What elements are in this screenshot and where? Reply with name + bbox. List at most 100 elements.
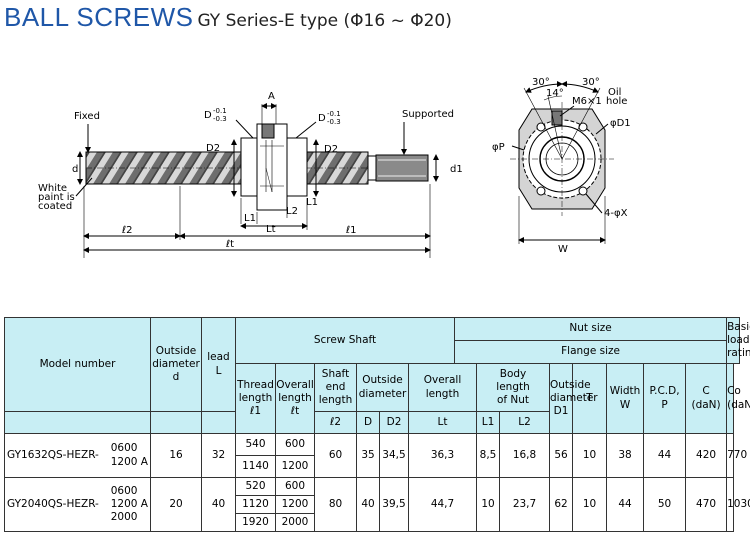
cell-d: 16: [150, 433, 202, 478]
label-l2: L2: [286, 206, 298, 217]
cell-d: 20: [150, 477, 202, 532]
cell-Co: 1030: [726, 477, 750, 532]
cell-D1: 62: [549, 477, 574, 532]
label-oil: Oil: [608, 87, 621, 98]
label-a: A: [268, 91, 275, 102]
model-sub: 0600: [110, 484, 138, 497]
header-flange-size: Flange size: [454, 340, 728, 364]
unit-l2: ℓ2: [314, 411, 357, 434]
cell-P: 50: [643, 477, 687, 532]
cell-D1: 56: [549, 433, 574, 478]
cell-thread: 1120: [235, 495, 276, 514]
cell-overall: 600: [275, 433, 315, 456]
cell-P: 44: [643, 433, 687, 478]
label-angle-1: 30°: [532, 77, 550, 88]
unit-l2b: L2: [499, 411, 551, 434]
model-sub: 2000: [110, 511, 138, 524]
cell-shaft-end: 80: [314, 477, 357, 532]
header-model-spacer: [4, 411, 151, 434]
cell-shaft-end: 60: [314, 433, 357, 478]
tol-lower-left: -0.3: [213, 115, 227, 123]
white-paint-label-2: paint is: [38, 192, 75, 203]
header-screw-shaft: Screw Shaft: [234, 317, 456, 364]
tol-upper-left: -0.1: [213, 107, 227, 115]
header-lead-spacer: [201, 411, 236, 434]
screw-shaft: [85, 151, 429, 185]
technical-drawing: Fixed Supported White paint is coated d …: [38, 77, 631, 258]
cell-thread: 520: [235, 477, 276, 496]
label-ellt: ℓt: [226, 239, 234, 250]
header-outside-d-spacer: [150, 411, 202, 434]
cell-overall: 600: [275, 477, 315, 496]
table-row: 1140 1200: [5, 455, 740, 478]
label-d1: d1: [450, 164, 463, 175]
header-basic-load: Basicload rating: [726, 317, 750, 364]
unit-l1: L1: [476, 411, 501, 434]
table-row: 1120 1200: [5, 495, 740, 514]
header-co: Co(daN): [726, 363, 750, 434]
label-d2-left: D2: [206, 143, 220, 154]
cell-L2: 23,7: [499, 477, 551, 532]
label-ell2: ℓ2: [122, 225, 133, 236]
label-d-tol-left: D: [204, 110, 212, 121]
white-paint-label-1: White: [38, 183, 67, 194]
label-w: W: [558, 244, 568, 255]
title-main: BALL SCREWS: [4, 2, 194, 32]
label-ell1: ℓ1: [346, 225, 357, 236]
cell-lead: 40: [201, 477, 236, 532]
cell-L2: 16,8: [499, 433, 551, 478]
label-phi-p: φP: [492, 142, 505, 153]
cell-Lt: 36,3: [407, 433, 478, 478]
cell-D2: 34,5: [379, 433, 409, 478]
fixed-label: Fixed: [74, 111, 100, 122]
header-nut-size: Nut size: [454, 317, 728, 341]
model-sub: 1200 A: [110, 455, 148, 468]
front-view: 30° 30° 14° Oil hole M6×1 φP φD1 4-φX W: [492, 77, 631, 255]
cell-L1: 10: [476, 477, 501, 532]
white-paint-label-3: coated: [38, 201, 72, 212]
cell-L1: 8,5: [476, 433, 501, 478]
tol-lower-right: -0.3: [327, 118, 341, 126]
cell-overall: 1200: [275, 495, 315, 514]
label-holes: 4-φX: [604, 208, 628, 219]
label-d: d: [72, 164, 78, 175]
model-sub: 0600: [110, 442, 138, 455]
cell-W: 44: [606, 477, 645, 532]
label-angle-2: 30°: [582, 77, 600, 88]
label-d-tol-right: D: [318, 113, 326, 124]
side-view-dimensions: Fixed Supported White paint is coated d …: [38, 91, 463, 258]
cell-D: 40: [356, 477, 380, 532]
cell-W: 38: [606, 433, 645, 478]
header-c: C(daN): [685, 363, 728, 434]
model-number: GY2040QS-HEZR-: [7, 497, 99, 510]
header-pcd: P.C.D,P: [643, 363, 687, 434]
label-lt: Lt: [266, 224, 276, 235]
unit-d2: D2: [379, 411, 409, 434]
ball-nut: [240, 123, 308, 211]
label-phi-d1: φD1: [610, 118, 631, 129]
unit-lt: Lt: [407, 411, 478, 434]
cell-overall: 2000: [275, 513, 315, 532]
model-sub: 1200 A: [110, 497, 148, 510]
label-m6: M6×1: [572, 96, 602, 107]
cell-lead: 32: [201, 433, 236, 478]
label-l1-a: L1: [244, 213, 256, 224]
supported-label: Supported: [402, 109, 454, 120]
cell-T: 10: [572, 433, 608, 478]
label-angle-3: 14°: [546, 88, 564, 99]
tol-upper-right: -0.1: [327, 110, 341, 118]
